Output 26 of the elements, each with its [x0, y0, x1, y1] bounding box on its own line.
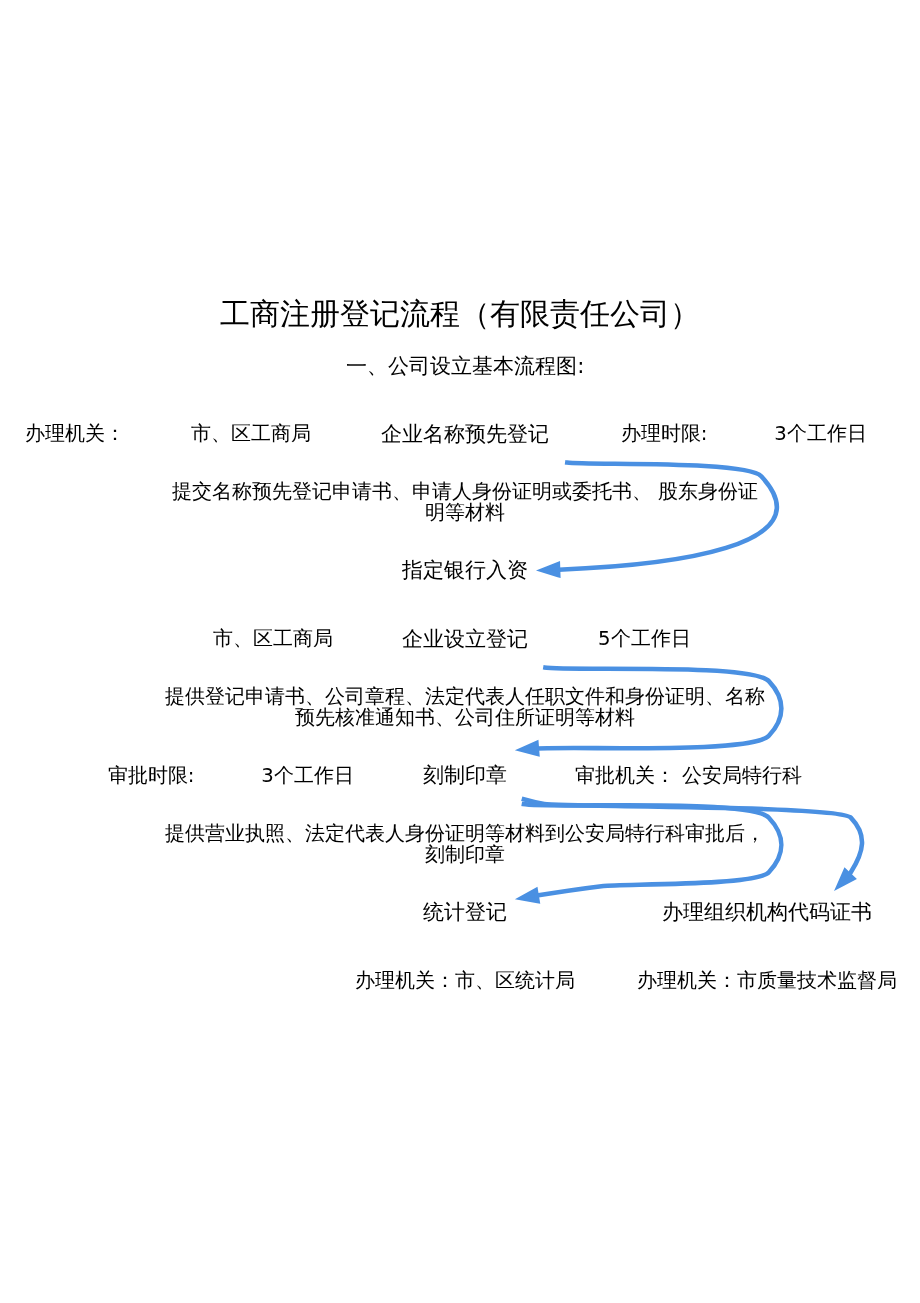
label: 一、公司设立基本流程图: [346, 352, 585, 378]
node-text: 办理组织机构代码证书 [662, 898, 873, 924]
node-label: 提供登记申请书、公司章程、法定代表人任职文件和身份证明、名称预先核准通知书、公司住所证明等材料 [165, 684, 766, 730]
arrow [521, 796, 865, 891]
node-label: 3个工作日 [261, 763, 354, 787]
node-text: 统计登记 [423, 898, 508, 924]
node-label: 5个工作日 [598, 627, 691, 651]
node-label: 3个工作日 [774, 422, 867, 446]
node-label: 办理时限: [620, 422, 708, 446]
node-label: 市、区工商局 [212, 627, 333, 651]
node-text: 刻制印章 [423, 762, 508, 788]
node-label: 审批时限: [107, 763, 195, 787]
diagram-title: 工商注册登记流程（有限责任公司） [220, 296, 700, 332]
node-label: 提交名称预先登记申请书、申请人身份证明或委托书、 股东身份证明等材料 [172, 480, 759, 525]
arrow [536, 460, 779, 579]
arrow [514, 665, 784, 757]
node-label: 办理机关：市质量技术监督局 [637, 968, 898, 992]
node-label: 提供营业执照、法定代表人身份证明等材料到公安局特行科审批后，刻制印章 [165, 821, 766, 866]
node-label: 办理机关：市、区统计局 [355, 968, 576, 992]
node-text: 指定银行入资 [402, 557, 529, 583]
node-text: 企业名称预先登记 [381, 420, 550, 446]
node-label: 市、区工商局 [191, 422, 312, 446]
node-text: 企业设立登记 [402, 625, 529, 651]
node-label: 办理机关： [25, 422, 126, 446]
arrow [514, 801, 784, 904]
node-label: 审批机关： 公安局特行科 [575, 763, 802, 787]
